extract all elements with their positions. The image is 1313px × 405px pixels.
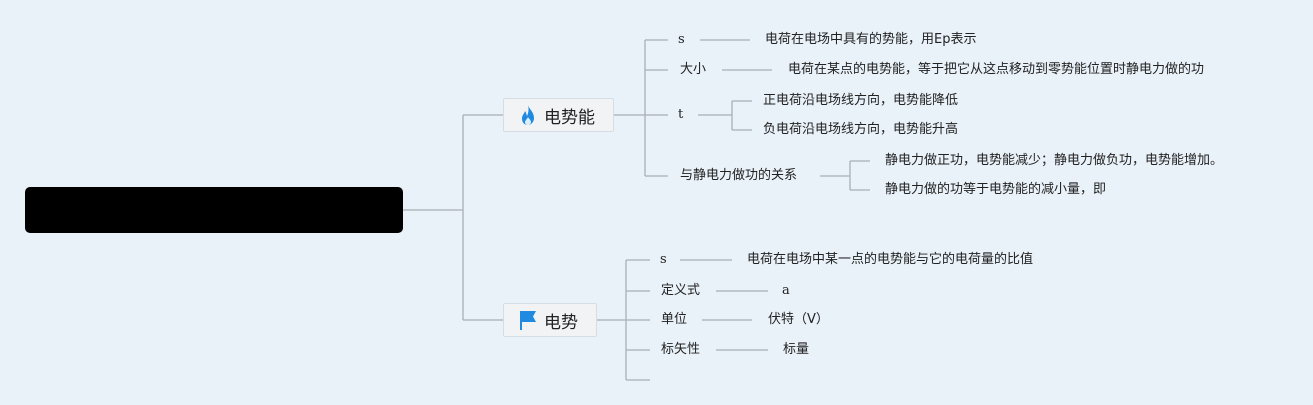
topic-magnitude[interactable]: 大小	[680, 62, 707, 77]
topic-scalar-vector[interactable]: 标矢性	[661, 342, 701, 357]
topic-desc: 电荷在电场中某一点的电势能与它的电荷量的比值	[747, 252, 1034, 267]
branch-node-potential[interactable]: 电势	[503, 303, 597, 337]
branch-label: 电势	[544, 312, 578, 333]
flag-icon	[520, 311, 536, 330]
topic-s-1[interactable]: s	[678, 32, 685, 47]
branch-label: 电势能	[544, 107, 595, 128]
topic-t[interactable]: t	[678, 107, 684, 122]
topic-desc: 电荷在电场中具有的势能，用Ep表示	[765, 32, 977, 47]
subtopic-item: 负电荷沿电场线方向，电势能升高	[763, 122, 959, 137]
flame-icon	[522, 105, 534, 125]
topic-s-2[interactable]: s	[660, 252, 667, 267]
subtopic-item: 正电荷沿电场线方向，电势能降低	[763, 93, 959, 108]
topic-work-relation[interactable]: 与静电力做功的关系	[680, 168, 798, 183]
topic-desc: 标量	[783, 342, 810, 357]
subtopic-item: 静电力做正功，电势能减少；静电力做负功，电势能增加。	[885, 153, 1224, 168]
topic-unit[interactable]: 单位	[661, 312, 688, 327]
subtopic-item: 静电力做的功等于电势能的减小量，即	[885, 182, 1107, 197]
topic-desc: 电荷在某点的电势能，等于把它从这点移动到零势能位置时静电力做的功	[788, 62, 1205, 77]
topic-desc: 伏特（V）	[768, 312, 829, 327]
branch-node-potential-energy[interactable]: 电势能	[503, 98, 614, 132]
topic-desc: a	[782, 283, 790, 298]
topic-definition[interactable]: 定义式	[661, 283, 701, 298]
root-node[interactable]	[25, 187, 403, 233]
